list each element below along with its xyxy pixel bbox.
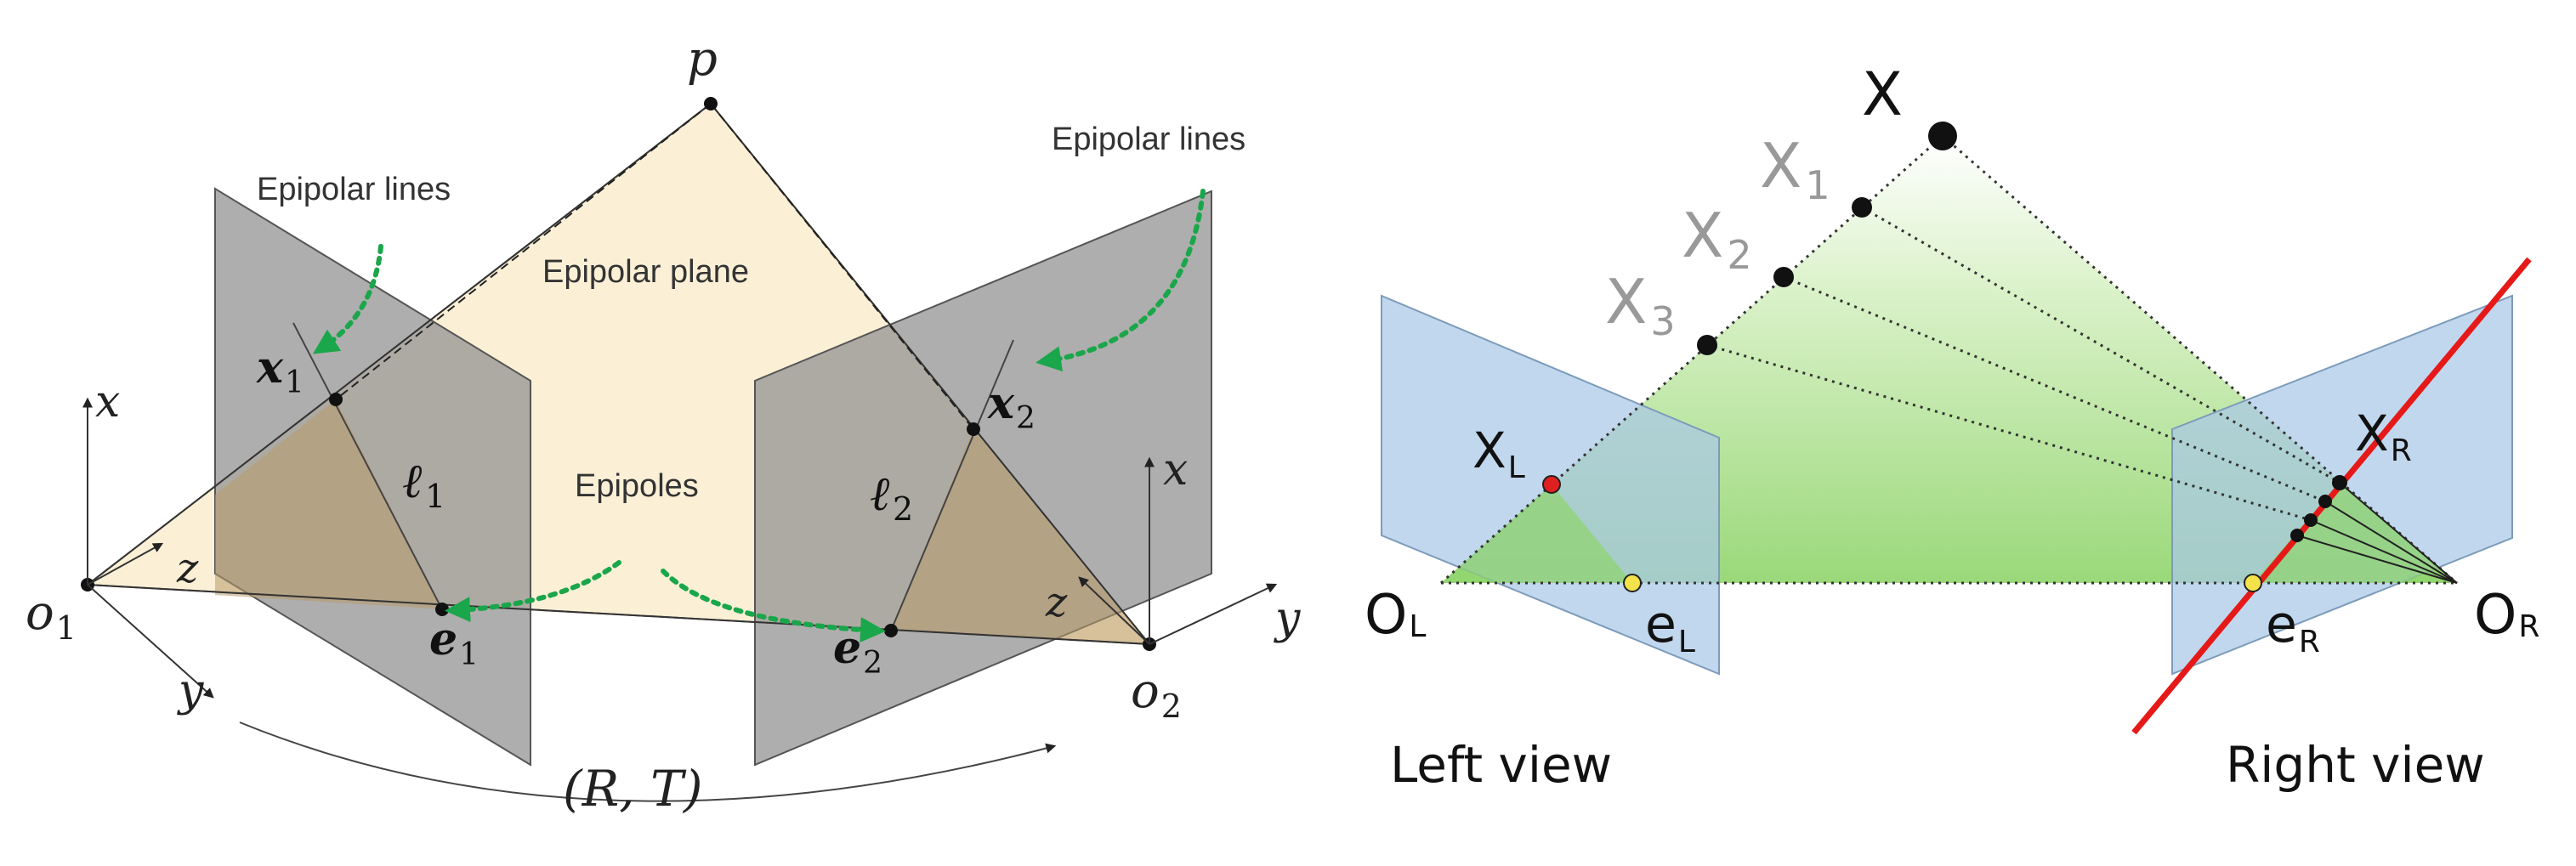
- arrow-epipolar-line-left: [312, 244, 383, 354]
- label-x2: x2: [987, 377, 1036, 436]
- left-epipolar-triangle: [215, 399, 442, 609]
- label-e2: e2: [833, 622, 882, 681]
- left-view-triangle: [1441, 484, 1632, 583]
- label-l1: ℓ1: [403, 453, 445, 515]
- label-xR: XR: [2355, 405, 2412, 468]
- caption-left-view: Left view: [1390, 736, 1612, 794]
- point-p: [704, 97, 718, 110]
- arrow-epipolar-line-right: [1036, 189, 1206, 372]
- caption-right-view: Right view: [2226, 736, 2485, 794]
- label-X: X: [1862, 59, 1903, 129]
- label-axis-y-left: y: [177, 665, 204, 716]
- right-diagram: X X1 X2 X3 XL XR OL OR eL eR Left view R…: [1365, 59, 2539, 794]
- label-axis-z-right: z: [1045, 579, 1068, 626]
- point-xL: [1542, 475, 1561, 494]
- point-x2: [967, 422, 980, 436]
- label-e1: e1: [429, 614, 479, 672]
- point-xR-2: [2318, 495, 2332, 508]
- label-axis-y-right: y: [1274, 593, 1301, 644]
- point-x1: [329, 393, 343, 406]
- point-X: [1928, 122, 1957, 150]
- arrow-epipole-right: [661, 569, 886, 643]
- point-X3: [1697, 335, 1717, 355]
- left-diagram: p Epipolar lines Epipolar lines Epipolar…: [26, 31, 1301, 818]
- label-X1: X1: [1760, 130, 1830, 208]
- point-X2: [1773, 267, 1794, 287]
- label-axis-x-right: x: [1163, 444, 1188, 495]
- point-xR-1: [2332, 475, 2347, 490]
- label-xL: XL: [1472, 422, 1525, 485]
- arrow-epipole-left: [445, 560, 621, 623]
- label-OL: OL: [1365, 584, 1426, 647]
- label-X2: X2: [1682, 200, 1752, 278]
- label-p: p: [687, 31, 718, 87]
- point-e2: [884, 624, 898, 637]
- label-o2: o2: [1131, 664, 1182, 725]
- red-epipolar-line: [2131, 257, 2532, 735]
- rotation-translation-arc: [239, 722, 1057, 802]
- point-eR: [2244, 574, 2262, 592]
- point-xR-3: [2304, 513, 2318, 527]
- label-epipolar-lines-left: Epipolar lines: [257, 172, 451, 207]
- label-axis-z-left: z: [176, 545, 199, 592]
- label-o1: o1: [26, 586, 77, 647]
- point-eL: [1623, 574, 1642, 592]
- right-view-triangle: [2253, 483, 2457, 583]
- label-eR: eR: [2266, 595, 2320, 659]
- label-axis-x-left: x: [95, 376, 120, 427]
- label-l2: ℓ2: [871, 466, 913, 528]
- label-OR: OR: [2474, 584, 2539, 647]
- label-epipolar-plane: Epipolar plane: [542, 254, 749, 290]
- point-X1: [1852, 197, 1872, 218]
- label-rt: (R, T): [563, 760, 702, 818]
- right-epipolar-triangle: [891, 429, 1149, 644]
- label-x1: x1: [256, 342, 304, 400]
- label-epipolar-lines-right: Epipolar lines: [1052, 122, 1245, 157]
- point-xR-4: [2290, 529, 2304, 542]
- label-epipoles: Epipoles: [575, 468, 699, 504]
- label-X3: X3: [1605, 266, 1676, 344]
- label-eL: eL: [1645, 595, 1695, 659]
